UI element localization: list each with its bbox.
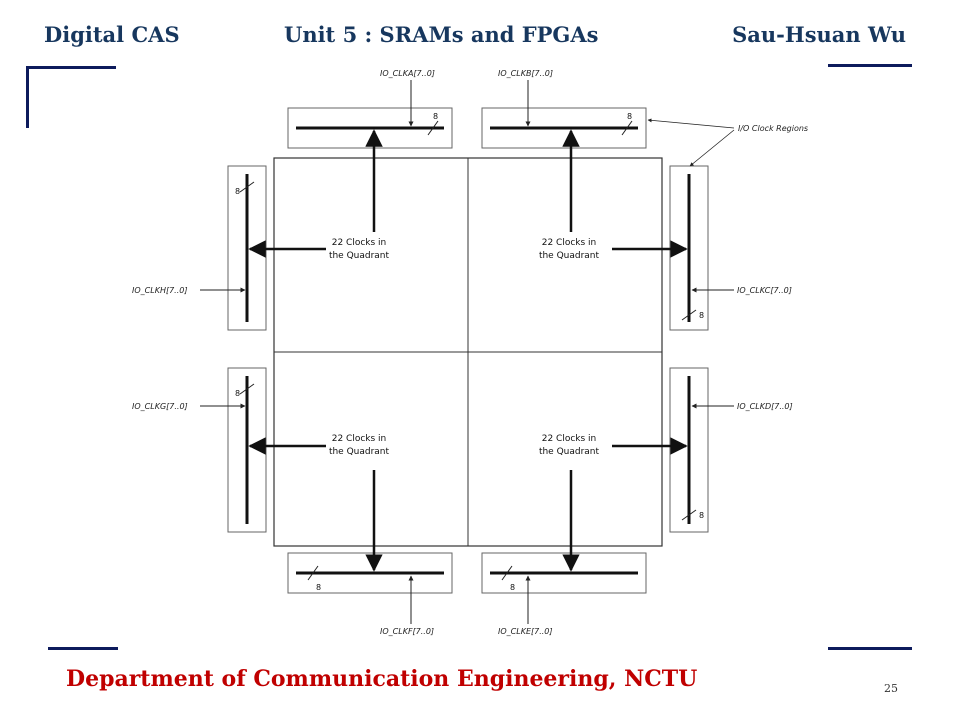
bus-width-right-bottom: 8 [681, 509, 704, 521]
svg-text:8: 8 [699, 511, 704, 520]
quadrant-bottom-left-label: 22 Clocks in the Quadrant [329, 434, 390, 457]
top-rule-right [828, 64, 912, 67]
io-clkb-label: IO_CLKB[7..0] [498, 69, 553, 78]
bus-width-left-bottom: 8 [235, 383, 255, 398]
svg-text:8: 8 [699, 311, 704, 320]
footer-department: Department of Communication Engineering,… [66, 666, 698, 692]
region-box-top-left [287, 107, 453, 149]
bottom-rule-right [828, 647, 912, 650]
top-rule-left-vertical [26, 66, 29, 128]
callout-line-right [689, 129, 735, 167]
quadrant-top-left-label: 22 Clocks in the Quadrant [329, 238, 390, 261]
svg-text:22 Clocks in: 22 Clocks in [332, 238, 387, 248]
header-unit-title: Unit 5 : SRAMs and FPGAs [284, 22, 599, 47]
bus-width-right-top: 8 [681, 309, 704, 321]
io-clkg-label: IO_CLKG[7..0] [132, 402, 188, 411]
region-box-top-right [481, 107, 647, 149]
svg-text:22 Clocks in: 22 Clocks in [542, 434, 597, 444]
svg-text:8: 8 [510, 583, 515, 592]
io-clkd-label: IO_CLKD[7..0] [737, 402, 793, 411]
svg-text:8: 8 [433, 112, 438, 121]
io-clke-label: IO_CLKE[7..0] [498, 627, 553, 636]
callout-line-top [647, 118, 735, 129]
io-clkf-label: IO_CLKF[7..0] [380, 627, 434, 636]
io-clka-label: IO_CLKA[7..0] [380, 69, 435, 78]
quadrant-top-right-label: 22 Clocks in the Quadrant [539, 238, 600, 261]
region-box-right-bottom [669, 367, 709, 533]
svg-text:8: 8 [235, 389, 240, 398]
header-course-title: Digital CAS [44, 22, 180, 47]
svg-text:8: 8 [627, 112, 632, 121]
header-author: Sau-Hsuan Wu [732, 22, 906, 47]
io-clkh-label: IO_CLKH[7..0] [132, 286, 187, 295]
io-clkc-label: IO_CLKC[7..0] [737, 286, 792, 295]
top-rule-left [26, 66, 116, 69]
svg-text:the Quadrant: the Quadrant [539, 447, 600, 457]
bus-width-left-top: 8 [235, 181, 255, 196]
bus-width-top-right: 8 [621, 112, 633, 136]
svg-text:the Quadrant: the Quadrant [329, 447, 390, 457]
quadrant-bottom-right-label: 22 Clocks in the Quadrant [539, 434, 600, 457]
region-box-bottom-left [287, 552, 453, 594]
io-clock-regions-label: I/O Clock Regions [738, 124, 808, 133]
bus-width-bottom-left: 8 [307, 565, 321, 592]
region-box-left-bottom [227, 367, 267, 533]
bottom-rule-left [48, 647, 118, 650]
svg-text:the Quadrant: the Quadrant [539, 251, 600, 261]
svg-text:22 Clocks in: 22 Clocks in [332, 434, 387, 444]
svg-text:22 Clocks in: 22 Clocks in [542, 238, 597, 248]
svg-text:8: 8 [235, 187, 240, 196]
svg-text:the Quadrant: the Quadrant [329, 251, 390, 261]
region-box-bottom-right [481, 552, 647, 594]
svg-text:8: 8 [316, 583, 321, 592]
bus-width-top-left: 8 [427, 112, 439, 136]
bus-width-bottom-right: 8 [501, 565, 515, 592]
page-number: 25 [884, 682, 898, 695]
